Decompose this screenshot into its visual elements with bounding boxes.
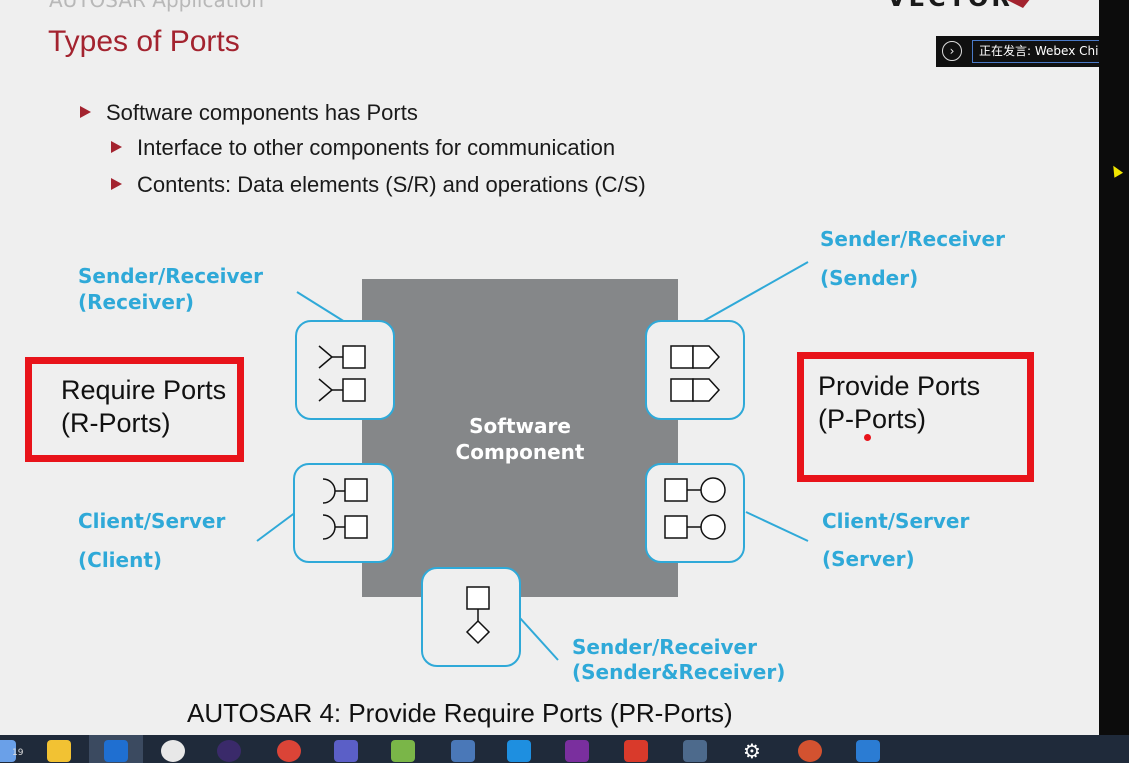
laser-pointer-dot — [864, 434, 871, 441]
provide-ports-line: Provide Ports — [818, 371, 981, 401]
brand-chevron-icon — [1007, 0, 1030, 8]
label-sr-receiver-line1: Sender/Receiver — [78, 264, 263, 288]
require-ports-highlight — [25, 357, 244, 462]
component-label-line: Software — [469, 414, 571, 438]
server-port-icon — [664, 477, 726, 540]
taskbar-badge: 19 — [12, 748, 24, 758]
bullet-triangle-icon — [111, 141, 122, 153]
virtualbox-icon[interactable] — [451, 740, 475, 762]
require-ports-text: Require Ports (R-Ports) — [61, 374, 226, 440]
software-component-label: Software Component — [362, 413, 678, 465]
app-title: AUTOSAR Application — [49, 0, 265, 12]
webex-speaking-text: 正在发言: Webex Chin — [972, 40, 1114, 63]
obs-icon[interactable] — [161, 740, 185, 762]
label-cs-client-line2: (Client) — [78, 548, 163, 572]
bullet-triangle-icon — [111, 178, 122, 190]
component-label-line: Component — [455, 440, 585, 464]
settings-gear-icon[interactable]: ⚙ — [743, 739, 761, 763]
label-sr-both-line1: Sender/Receiver — [572, 635, 757, 659]
label-sr-both-line2: (Sender&Receiver) — [572, 660, 786, 684]
calculator-icon[interactable] — [683, 740, 707, 762]
bullet-text: Contents: Data elements (S/R) and operat… — [137, 172, 646, 197]
file-explorer-icon[interactable] — [47, 740, 71, 762]
receiver-port-icon — [318, 345, 366, 402]
client-port-icon — [322, 478, 368, 540]
notepad-plus-icon[interactable] — [391, 740, 415, 762]
connector-lines — [256, 261, 809, 661]
teams-icon[interactable] — [334, 740, 358, 762]
label-cs-server-line2: (Server) — [822, 547, 915, 571]
port-sender-receiver-both — [421, 567, 521, 667]
sender-receiver-port-icon — [465, 586, 491, 645]
provide-ports-highlight — [797, 352, 1034, 482]
port-sender-receiver-sender — [645, 320, 745, 420]
bullet-item: Interface to other components for commun… — [111, 135, 615, 161]
outlook-icon[interactable] — [104, 740, 128, 762]
eclipse-icon[interactable] — [217, 740, 241, 762]
port-sender-receiver-receiver — [295, 320, 395, 420]
require-ports-line: Require Ports — [61, 375, 227, 405]
brand-logo: VECTOR — [887, 0, 1013, 12]
port-client-server-server — [645, 463, 745, 563]
taskbar: 19 ⚙ — [0, 735, 1129, 763]
webex-speaking-bar[interactable]: › 正在发言: Webex Chin — [936, 36, 1129, 67]
bullet-item: Contents: Data elements (S/R) and operat… — [111, 172, 646, 198]
pdf-icon[interactable] — [624, 740, 648, 762]
right-edge-panel — [1099, 0, 1129, 735]
label-sr-sender-line2: (Sender) — [820, 266, 919, 290]
bullet-item: Software components has Ports — [80, 100, 418, 126]
bullet-triangle-icon — [80, 106, 91, 118]
bullet-text: Software components has Ports — [106, 100, 418, 125]
slide: AUTOSAR Application VECTOR Types of Port… — [25, 0, 1034, 728]
port-client-server-client — [293, 463, 394, 563]
chevron-right-icon[interactable]: › — [942, 41, 962, 61]
provide-ports-line: (P-Ports) — [818, 404, 926, 434]
slide-title: Types of Ports — [48, 25, 240, 58]
label-cs-server-line1: Client/Server — [822, 509, 970, 533]
label-sr-sender-line1: Sender/Receiver — [820, 227, 1005, 251]
label-cs-client-line1: Client/Server — [78, 509, 226, 533]
require-ports-line: (R-Ports) — [61, 408, 171, 438]
bullet-text: Interface to other components for commun… — [137, 135, 616, 160]
provide-ports-text: Provide Ports (P-Ports) — [818, 370, 980, 436]
footer-note: AUTOSAR 4: Provide Require Ports (PR-Por… — [187, 698, 733, 728]
sender-port-icon — [670, 345, 721, 402]
chrome-icon[interactable] — [277, 740, 301, 762]
outlook-contacts-icon[interactable] — [856, 740, 880, 762]
onenote-icon[interactable] — [565, 740, 589, 762]
search-icon[interactable] — [0, 740, 16, 762]
vscode-icon[interactable] — [507, 740, 531, 762]
powerpoint-icon[interactable] — [798, 740, 822, 762]
software-component-box — [362, 279, 678, 597]
label-sr-receiver-line2: (Receiver) — [78, 290, 194, 314]
